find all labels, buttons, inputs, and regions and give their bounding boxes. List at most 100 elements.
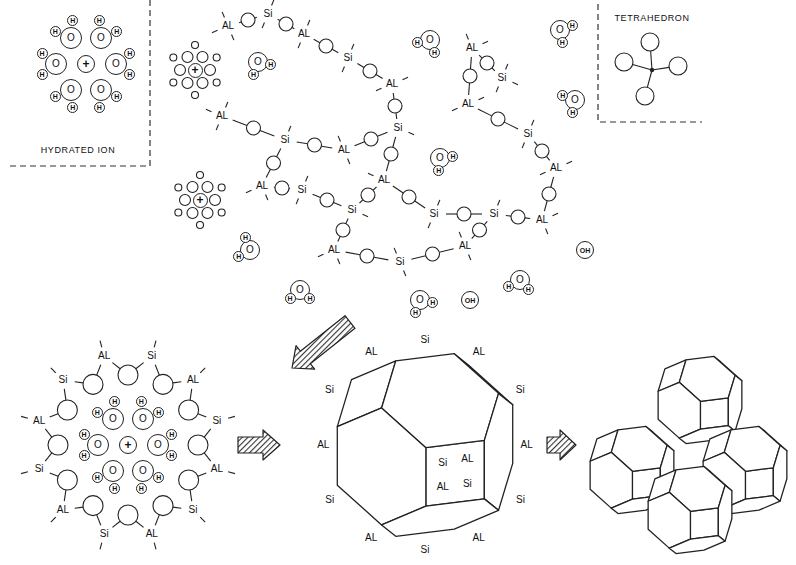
inset-frames xyxy=(8,0,702,166)
bond-line xyxy=(314,39,320,42)
bridging-oxygen xyxy=(542,187,556,201)
atom-symbol: H xyxy=(95,409,100,416)
atom-label: Si xyxy=(189,505,198,515)
atom-label: Si xyxy=(325,385,334,395)
atom-symbol: H xyxy=(560,92,565,99)
oxygen-atom: O xyxy=(90,79,112,101)
atom-label: AL xyxy=(473,533,485,543)
cation: + xyxy=(188,63,203,78)
bridging-oxygen xyxy=(361,188,375,202)
bond-stub xyxy=(338,136,340,142)
hydrogen-atom: H xyxy=(109,483,120,494)
hydrogen-atom: H xyxy=(567,20,578,31)
atom-symbol: H xyxy=(112,398,117,405)
atom-symbol: H xyxy=(114,28,119,35)
oxygen-atom: O xyxy=(132,408,154,430)
sodalite-cage xyxy=(337,354,512,537)
hydrogen-atom: H xyxy=(567,107,578,118)
bond-line xyxy=(504,122,518,129)
atom-symbol: H xyxy=(526,286,531,293)
bond-stub xyxy=(228,472,235,474)
atom-label: Si xyxy=(430,209,439,219)
atom-symbol: O xyxy=(556,25,564,35)
atom-label: AL xyxy=(98,351,110,361)
oxygen-atom: O xyxy=(90,27,112,49)
bond-line xyxy=(393,186,403,193)
bond-line xyxy=(277,148,281,156)
bond-line xyxy=(321,146,332,148)
cage-face xyxy=(724,496,780,514)
bond-stub xyxy=(522,143,524,149)
bond-line xyxy=(155,515,159,525)
bridging-oxygen xyxy=(480,56,494,70)
cage-face xyxy=(728,375,742,431)
atom-label: AL xyxy=(462,99,474,109)
hydrogen-atom: H xyxy=(124,69,135,80)
bond-line xyxy=(233,120,247,125)
atom-label: AL xyxy=(256,181,268,191)
bond-stub xyxy=(546,229,548,235)
atom-symbol: O xyxy=(67,33,75,43)
bond-line xyxy=(395,113,397,119)
atom-symbol: H xyxy=(40,71,45,78)
oxygen-atom: O xyxy=(132,460,154,482)
hydrogen-atom: H xyxy=(50,91,61,102)
atom-label: AL xyxy=(338,145,350,155)
atom-label: AL xyxy=(317,440,329,450)
cage-face xyxy=(426,440,484,506)
atom-label: Si xyxy=(438,458,447,468)
atom-symbol: O xyxy=(109,414,117,424)
bond-line xyxy=(377,132,387,136)
bond-stub xyxy=(408,132,414,134)
bond-line xyxy=(357,64,364,68)
hydrogen-atom: H xyxy=(79,450,90,461)
water-circle xyxy=(202,207,213,218)
water-circle xyxy=(170,54,177,61)
water-circle xyxy=(197,222,204,229)
bridging-oxygen xyxy=(402,190,416,204)
atom-symbol: H xyxy=(432,49,437,56)
bond-stub xyxy=(206,109,212,111)
bond-line xyxy=(332,49,338,52)
atom-symbol: H xyxy=(53,93,58,100)
atom-label: AL xyxy=(521,440,533,450)
atom-symbol: H xyxy=(40,50,45,57)
hydrogen-atom: H xyxy=(523,284,534,295)
atom-label: Si xyxy=(58,375,67,385)
bridging-oxygen xyxy=(491,112,505,126)
water-circle xyxy=(192,92,199,99)
bond-line xyxy=(45,429,52,437)
tetrahedron-bond xyxy=(652,67,669,70)
atom-symbol: + xyxy=(191,64,198,76)
hydration-shell xyxy=(170,42,220,99)
bond-stub xyxy=(21,416,28,418)
atom-symbol: O xyxy=(416,295,424,305)
bond-line xyxy=(64,389,66,400)
atom-label: Si xyxy=(212,416,221,426)
hydrogen-atom: H xyxy=(67,15,78,26)
bond-stub xyxy=(232,35,234,41)
tetrahedron-bond xyxy=(633,64,652,70)
bond-stub xyxy=(482,41,488,43)
ring-oxygen xyxy=(118,505,138,525)
atom-label: AL xyxy=(187,375,199,385)
bond-line xyxy=(376,75,383,79)
hydrogen-atom: H xyxy=(265,59,276,70)
atom-symbol: O xyxy=(139,414,147,424)
water-circle xyxy=(218,209,225,216)
atom-label: Si xyxy=(281,135,290,145)
hydrogen-atom: H xyxy=(136,396,147,407)
atom-symbol: H xyxy=(70,17,75,24)
bridging-oxygen xyxy=(457,207,471,221)
bond-line xyxy=(97,365,101,375)
bridging-oxygen xyxy=(473,223,487,237)
hydrogen-atom: H xyxy=(50,26,61,37)
tetrahedron-oxygen xyxy=(641,33,659,51)
bond-line xyxy=(374,257,388,260)
bond-line xyxy=(393,93,395,99)
hydrogen-atom: H xyxy=(166,450,177,461)
ring-oxygen xyxy=(153,496,173,516)
bond-stub xyxy=(376,88,382,90)
atom-symbol: H xyxy=(436,167,441,174)
atom-symbol: + xyxy=(196,194,203,206)
